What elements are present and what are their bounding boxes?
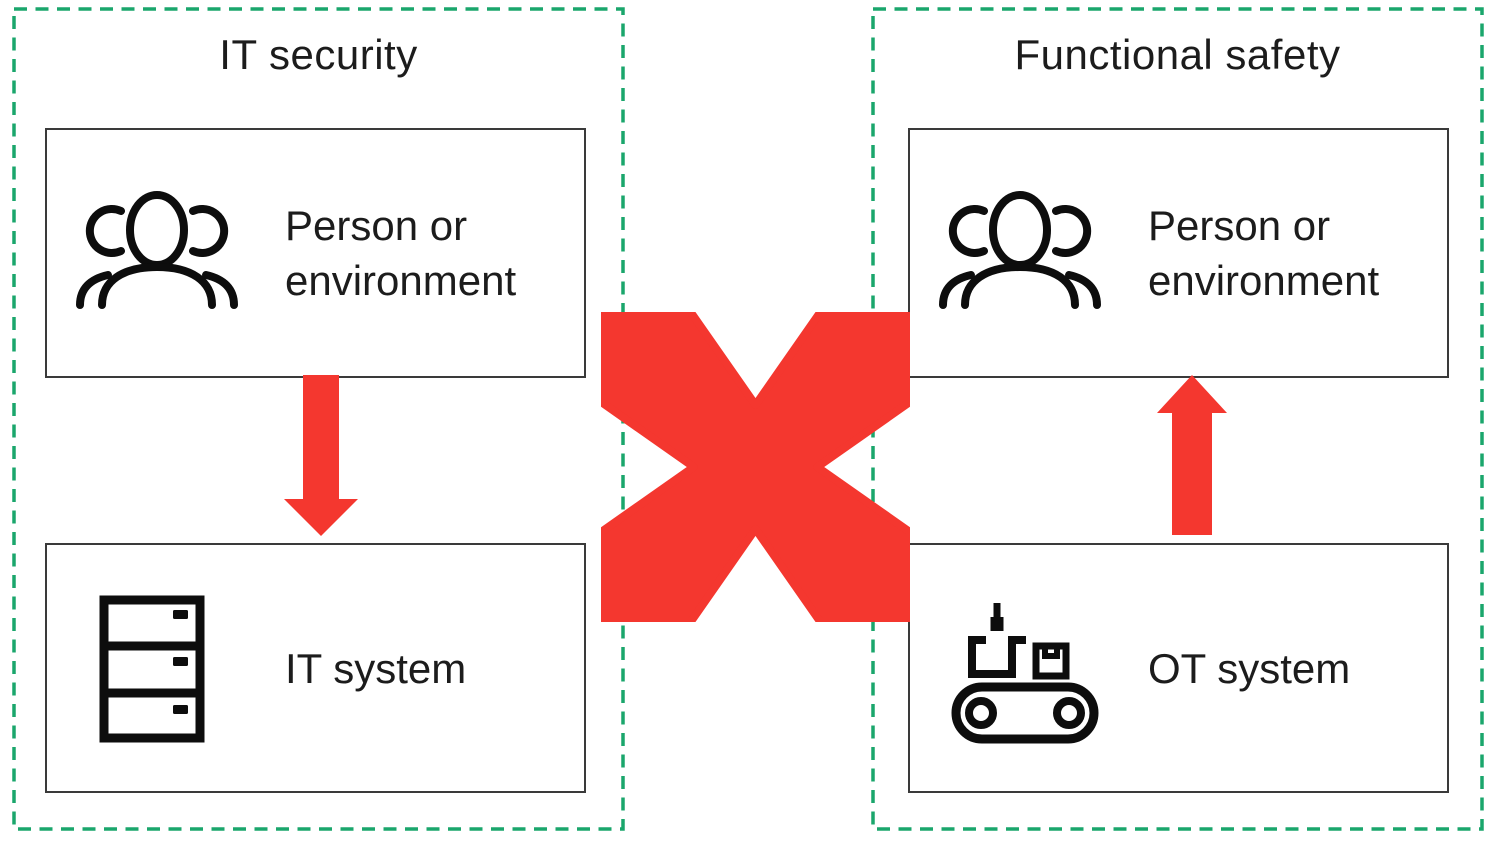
box-label-line2: environment bbox=[1148, 257, 1380, 304]
red-arrow-down-icon bbox=[284, 375, 358, 536]
panel-it-security: IT security Person or environment bbox=[12, 7, 625, 831]
box-label-line1: OT system bbox=[1148, 644, 1351, 692]
red-arrow-up-icon bbox=[1157, 375, 1227, 535]
box-label-line2: environment bbox=[285, 257, 517, 304]
panel-functional-safety: Functional safety Person or environment bbox=[871, 7, 1484, 831]
box-it-system: IT system bbox=[45, 543, 586, 793]
box-label: Person or environment bbox=[285, 130, 516, 376]
dashed-border-right bbox=[871, 7, 1484, 831]
crossed-arrows-x-icon bbox=[601, 312, 910, 622]
box-label: Person or environment bbox=[1148, 130, 1379, 376]
panel-title-functional-safety: Functional safety bbox=[1014, 31, 1341, 78]
people-group-icon bbox=[939, 191, 1101, 309]
box-label: OT system bbox=[1148, 545, 1350, 791]
box-person-environment-right: Person or environment bbox=[908, 128, 1449, 378]
box-label-line1: Person or bbox=[285, 202, 468, 249]
conveyor-belt-icon bbox=[951, 603, 1099, 744]
box-label-line1: IT system bbox=[285, 644, 467, 692]
panel-title-it-security: IT security bbox=[219, 31, 418, 78]
box-label-line1: Person or bbox=[1148, 202, 1331, 249]
people-group-icon bbox=[76, 191, 238, 309]
box-ot-system: OT system bbox=[908, 543, 1449, 793]
box-label: IT system bbox=[285, 545, 466, 791]
box-person-environment-left: Person or environment bbox=[45, 128, 586, 378]
server-icon bbox=[99, 595, 205, 743]
